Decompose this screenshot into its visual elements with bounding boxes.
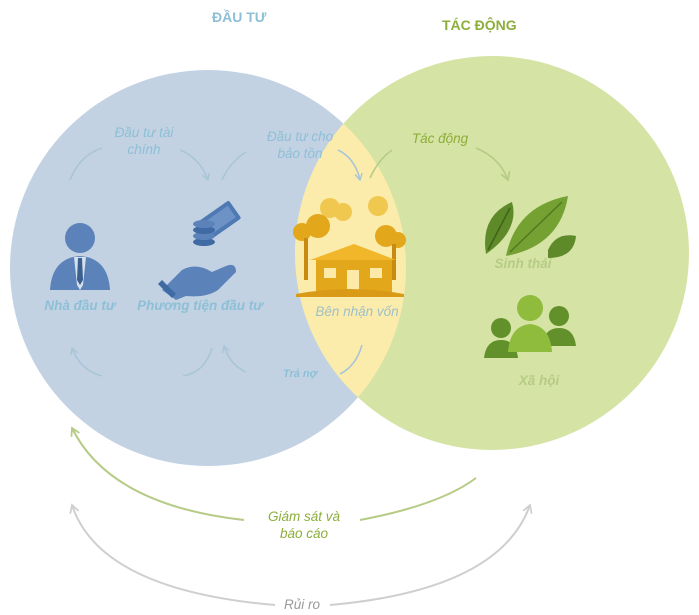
- investment-header: ĐẦU TƯ: [212, 9, 267, 25]
- house-trees-icon: [293, 196, 406, 297]
- society-label: Xã hội: [518, 373, 560, 388]
- ecology-label: Sinh thái: [494, 256, 552, 271]
- arrow-monitoring-left: [70, 426, 245, 521]
- investment-circle: [10, 70, 406, 466]
- monitoring-label: Giám sát và báo cáo: [267, 509, 341, 541]
- financial-investment-label: Đầu tư tài chính: [114, 125, 174, 157]
- arrow-monitoring-right: [359, 477, 477, 521]
- arrow-investor-to-vehicle: [69, 147, 103, 181]
- hand-money-icon: [158, 200, 241, 300]
- arrow-impact: [475, 147, 511, 182]
- arrow-repay-investor: [70, 346, 103, 377]
- arrow-repay-vehicle-b: [182, 347, 213, 377]
- impact-circle: [295, 56, 689, 450]
- arrow-repay-vehicle-a: [221, 344, 247, 373]
- arrow-investment-conservation: [337, 149, 363, 182]
- investment-conservation-label: Đầu tư cho bảo tồn: [266, 129, 334, 161]
- leaves-icon: [485, 196, 576, 258]
- repayment-label: Trả nợ: [282, 368, 318, 380]
- people-group-icon: [484, 295, 576, 358]
- arrow-risk-right: [329, 503, 533, 606]
- investor-label: Nhà đầu tư: [44, 298, 116, 313]
- arrow-financial-investment: [179, 149, 210, 182]
- impact-flow-label: Tác động: [411, 131, 469, 146]
- impact-header: TÁC ĐỘNG: [442, 17, 517, 33]
- arrow-risk-left: [69, 503, 276, 606]
- investment-vehicle-label: Phương tiện đầu tư: [137, 298, 263, 313]
- arrow-vehicle-out: [221, 151, 247, 181]
- businessman-icon: [50, 223, 110, 290]
- arrow-repayment-in: [339, 344, 363, 375]
- risk-label: Rủi ro: [283, 597, 320, 612]
- arrow-impact-start: [369, 149, 393, 179]
- recipient-label: Bên nhận vốn: [315, 304, 399, 319]
